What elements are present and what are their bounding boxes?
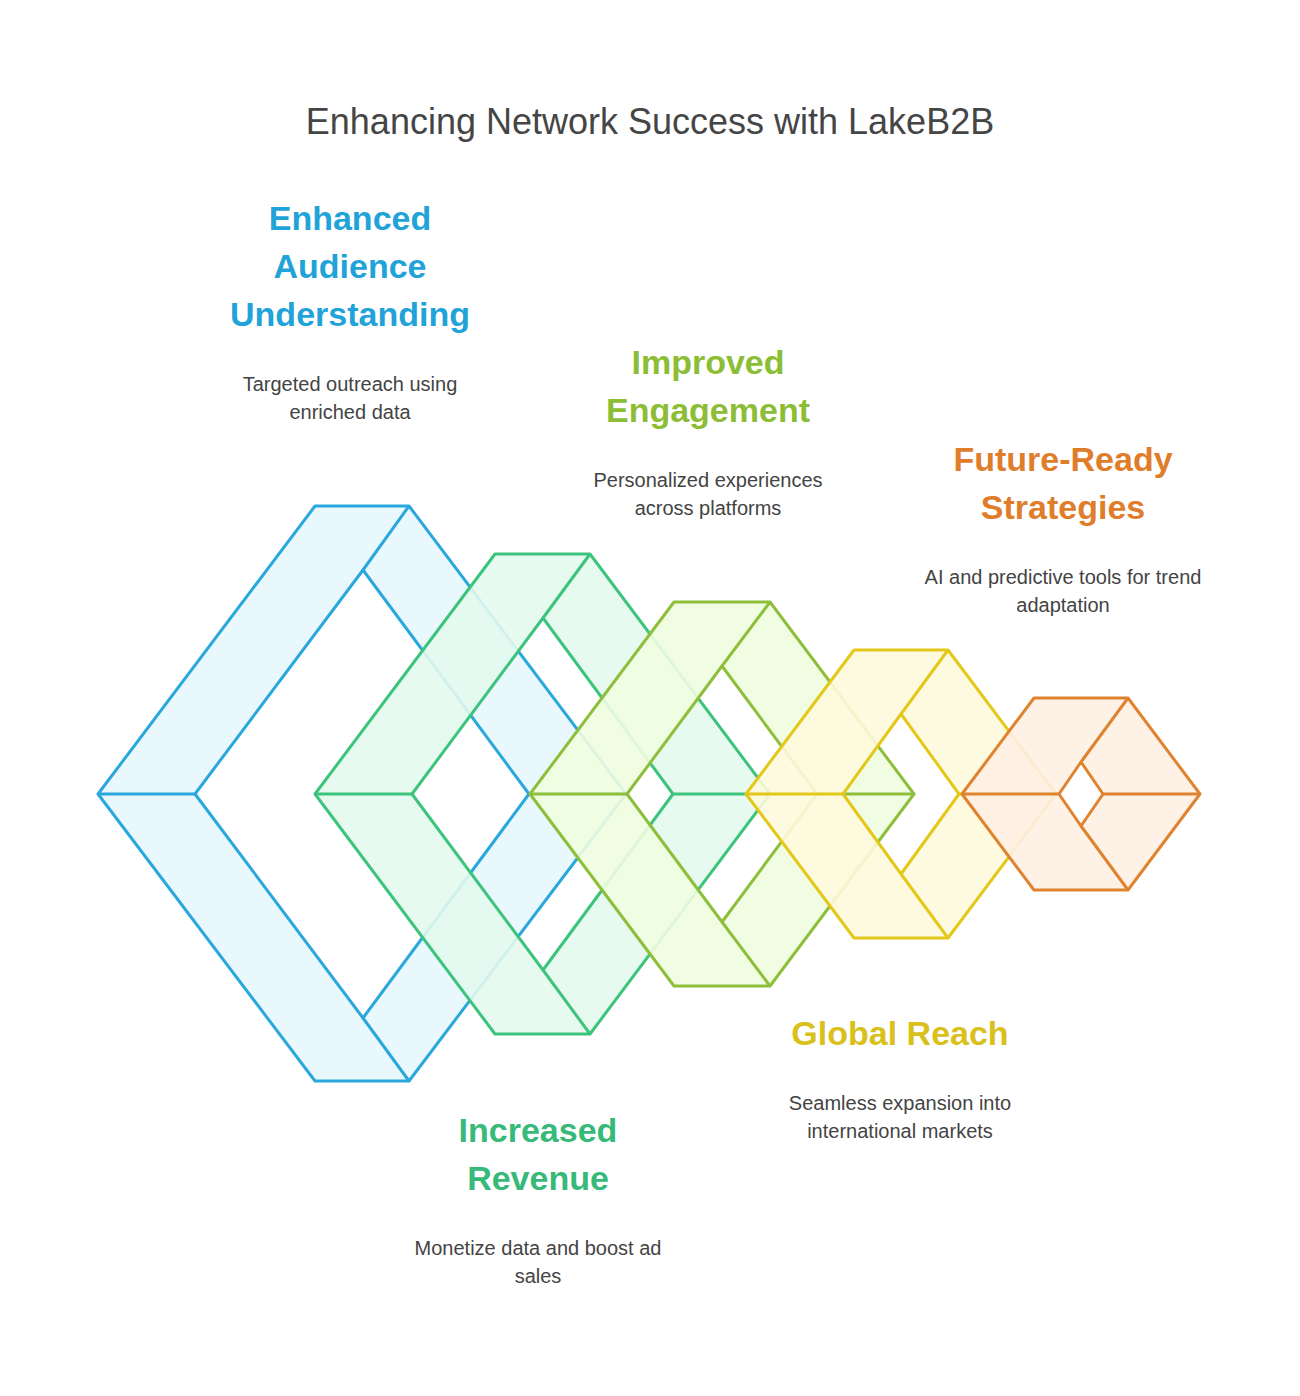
item-heading: Global Reach (760, 1009, 1040, 1057)
item-heading: Future-Ready Strategies (913, 435, 1213, 531)
item-description: AI and predictive tools for trend adapta… (913, 563, 1213, 619)
callout-item: Enhanced Audience UnderstandingTargeted … (210, 194, 490, 426)
item-description: Monetize data and boost ad sales (408, 1234, 668, 1290)
item-heading: Improved Engagement (563, 338, 853, 434)
callout-item: Global ReachSeamless expansion into inte… (760, 1009, 1040, 1145)
item-heading: Increased Revenue (408, 1106, 668, 1202)
item-description: Seamless expansion into international ma… (760, 1089, 1040, 1145)
callout-item: Future-Ready Strategies AI and predictive… (913, 435, 1213, 619)
item-heading: Enhanced Audience Understanding (210, 194, 490, 338)
orange-frame (962, 698, 1200, 890)
item-description: Personalized experiences across platform… (563, 466, 853, 522)
item-description: Targeted outreach using enriched data (210, 370, 490, 426)
callout-item: Increased RevenueMonetize data and boost… (408, 1106, 668, 1290)
diagram-title: Enhancing Network Success with LakeB2B (0, 98, 1300, 146)
callout-item: Improved EngagementPersonalized experien… (563, 338, 853, 522)
